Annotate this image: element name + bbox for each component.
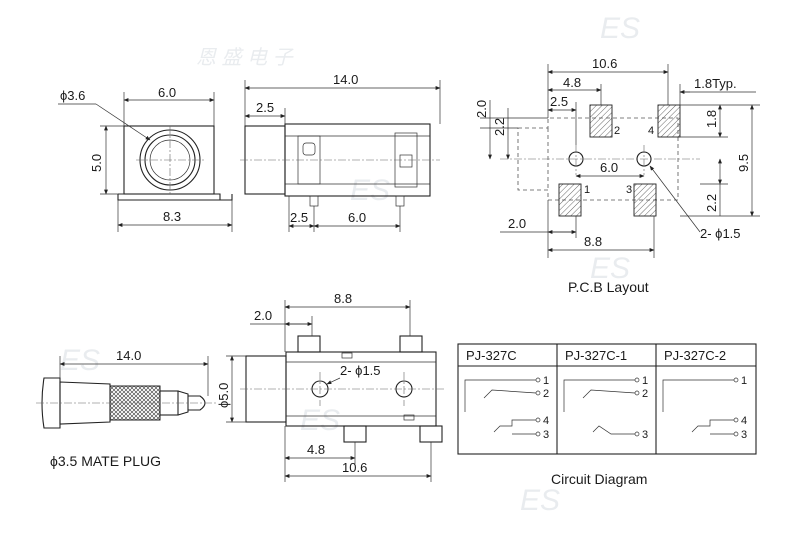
pcb-w20-label: 2.0	[508, 216, 526, 231]
svg-text:3: 3	[642, 429, 648, 441]
pin-3-label: 3	[626, 184, 632, 196]
pad-3	[633, 183, 657, 217]
watermark-zh: 恩 盛 电 子	[196, 47, 295, 69]
bottom-dia-label: ϕ5.0	[216, 383, 231, 408]
bottom-b2-label: 10.6	[342, 460, 367, 475]
bottom-view: 8.8 2.0 ϕ5.0 2- ϕ1.5 4.8 10.6	[216, 291, 446, 482]
pcb-h22-label: 2.2	[492, 118, 507, 136]
plug-length-label: 14.0	[116, 348, 141, 363]
svg-text:4: 4	[741, 415, 747, 427]
col-2-header: PJ-327C-1	[565, 348, 627, 363]
side-offset-label: 2.5	[256, 100, 274, 115]
side-pin-span-label: 6.0	[348, 210, 366, 225]
pcb-h22b-label: 2.2	[704, 194, 719, 212]
pad-4	[657, 104, 681, 138]
pad-2	[589, 104, 613, 138]
col-1-header: PJ-327C	[466, 348, 517, 363]
svg-text:1: 1	[642, 375, 648, 387]
side-pin-offset-label: 2.5	[290, 210, 308, 225]
pin-1-label: 1	[584, 184, 590, 196]
pin-2-label: 2	[614, 125, 620, 137]
svg-text:1: 1	[741, 375, 747, 387]
front-width-label: 6.0	[158, 85, 176, 100]
pcb-layout: 2 4 1 3 10.6 4.8 2.5 1.8Typ. 2.0 2.2	[474, 56, 760, 295]
bottom-holes-label: 2- ϕ1.5	[340, 363, 381, 378]
pcb-width-label: 10.6	[592, 56, 617, 71]
svg-text:2: 2	[543, 388, 549, 400]
svg-text:ES: ES	[590, 252, 630, 285]
svg-text:ES: ES	[520, 484, 560, 517]
pcb-w25-label: 2.5	[550, 94, 568, 109]
pad-1	[558, 183, 582, 217]
svg-text:4: 4	[543, 415, 549, 427]
pcb-h20-label: 2.0	[474, 100, 489, 118]
circuit-caption: Circuit Diagram	[551, 471, 647, 487]
watermark: ES ES ES ES ES ES	[60, 12, 640, 517]
svg-text:3: 3	[741, 429, 747, 441]
col-3-header: PJ-327C-2	[664, 348, 726, 363]
mate-plug: 14.0 ϕ3.5 MATE PLUG	[36, 348, 218, 469]
pin-4-label: 4	[648, 125, 654, 137]
pcb-span-label: 6.0	[600, 160, 618, 175]
side-view: 14.0 2.5 2.5 6.0	[240, 72, 441, 232]
circuit-diagram: PJ-327C PJ-327C-1 PJ-327C-2 1 2 4 3 1 2 …	[457, 343, 757, 487]
front-dia-label: ϕ3.6	[60, 88, 85, 103]
bottom-b1-label: 4.8	[307, 442, 325, 457]
side-length-label: 14.0	[333, 72, 358, 87]
pcb-holes-label: 2- ϕ1.5	[700, 226, 741, 241]
pcb-w88-label: 8.8	[584, 234, 602, 249]
svg-text:ES: ES	[350, 174, 390, 207]
pcb-h95-label: 9.5	[736, 154, 751, 172]
plug-caption: ϕ3.5 MATE PLUG	[50, 453, 161, 469]
svg-text:1: 1	[543, 375, 549, 387]
front-view: 6.0 ϕ3.6 5.0 8.3	[58, 85, 233, 232]
pcb-caption: P.C.B Layout	[568, 279, 649, 295]
svg-text:ES: ES	[600, 12, 640, 45]
svg-text:ES: ES	[60, 344, 100, 377]
svg-text:3: 3	[543, 429, 549, 441]
svg-text:ES: ES	[300, 404, 340, 437]
pcb-h18-label: 1.8	[704, 110, 719, 128]
front-base-label: 8.3	[163, 209, 181, 224]
pcb-w48-label: 4.8	[563, 75, 581, 90]
front-height-label: 5.0	[89, 154, 104, 172]
bottom-top-label: 8.8	[334, 291, 352, 306]
svg-text:2: 2	[642, 388, 648, 400]
bottom-left-label: 2.0	[254, 308, 272, 323]
pcb-pad-label: 1.8Typ.	[694, 76, 737, 91]
